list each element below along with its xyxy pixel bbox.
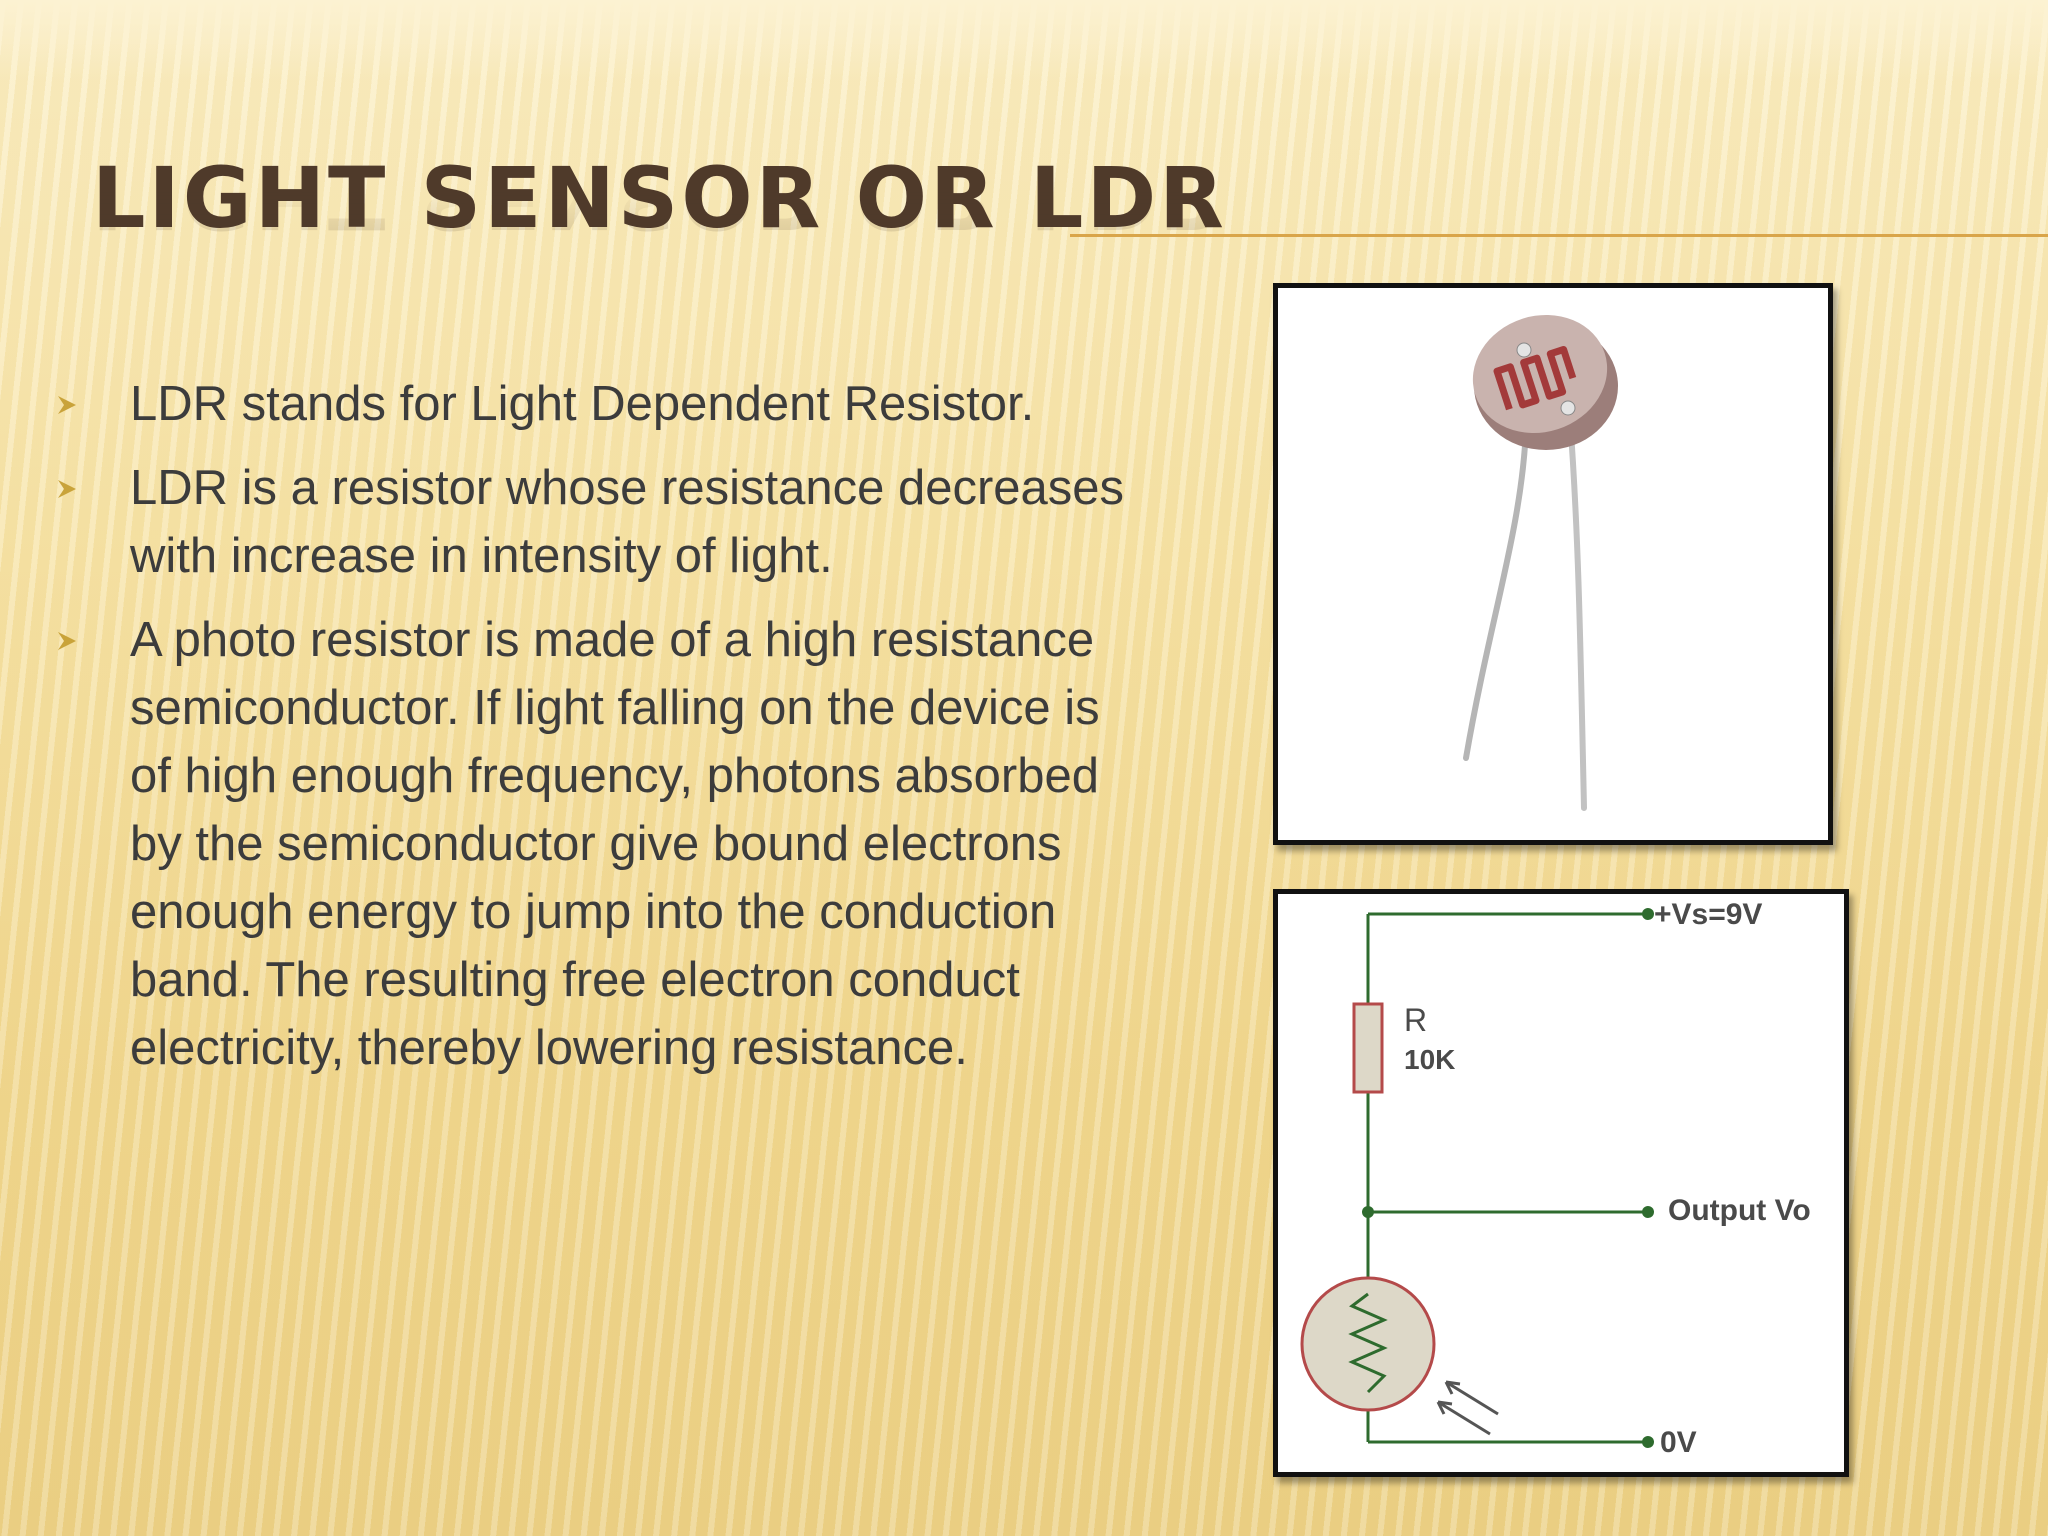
bullet-list: LDR stands for Light Dependent Resistor.…	[56, 370, 1136, 1098]
arrowhead-bullet-icon	[58, 632, 76, 650]
ldr-photo-frame	[1273, 283, 1833, 845]
arrowhead-bullet-icon	[58, 480, 76, 498]
arrowhead-bullet-icon	[58, 396, 76, 414]
ground-label: 0V	[1660, 1426, 1697, 1459]
node-dot	[1362, 1206, 1374, 1218]
slide-title-reflection: LIGHT SENSOR OR LDR	[92, 149, 1227, 247]
node-dot	[1642, 1436, 1654, 1448]
bullet-item: A photo resistor is made of a high resis…	[56, 606, 1136, 1082]
resistor-name-label: R	[1404, 1002, 1428, 1038]
ldr-leg-left	[1463, 425, 1529, 761]
bullet-text: LDR stands for Light Dependent Resistor.	[130, 377, 1035, 431]
resistor-symbol	[1352, 1002, 1384, 1094]
supply-voltage-label: +Vs=9V	[1654, 898, 1763, 931]
ldr-zigzag	[1348, 1292, 1388, 1394]
bullet-text: LDR is a resistor whose resistance decre…	[130, 461, 1125, 583]
title-underline-rule	[1070, 234, 2048, 237]
bullet-item: LDR is a resistor whose resistance decre…	[56, 454, 1136, 590]
ldr-symbol-circle	[1300, 1276, 1436, 1412]
ldr-photo-illustration	[1463, 314, 1618, 811]
ldr-pin-dot	[1516, 342, 1532, 358]
node-dot	[1642, 1206, 1654, 1218]
top-band	[0, 0, 2048, 80]
ldr-circuit-diagram	[1300, 908, 1654, 1448]
node-dot	[1642, 908, 1654, 920]
resistor-value-label: 10K	[1404, 1044, 1456, 1075]
ldr-pin-dot	[1560, 400, 1576, 416]
light-arrows-icon	[1436, 1380, 1499, 1436]
bullet-item: LDR stands for Light Dependent Resistor.	[56, 370, 1136, 438]
output-voltage-label: Output Vo	[1668, 1194, 1811, 1227]
ldr-leg-right	[1567, 415, 1587, 811]
ldr-circuit-frame: +Vs=9V R 10K Output Vo 0V	[1273, 889, 1849, 1477]
ldr-serpentine-track	[1493, 346, 1577, 411]
slide-title: LIGHT SENSOR OR LDR	[92, 149, 1227, 247]
bullet-text: A photo resistor is made of a high resis…	[130, 613, 1100, 1075]
